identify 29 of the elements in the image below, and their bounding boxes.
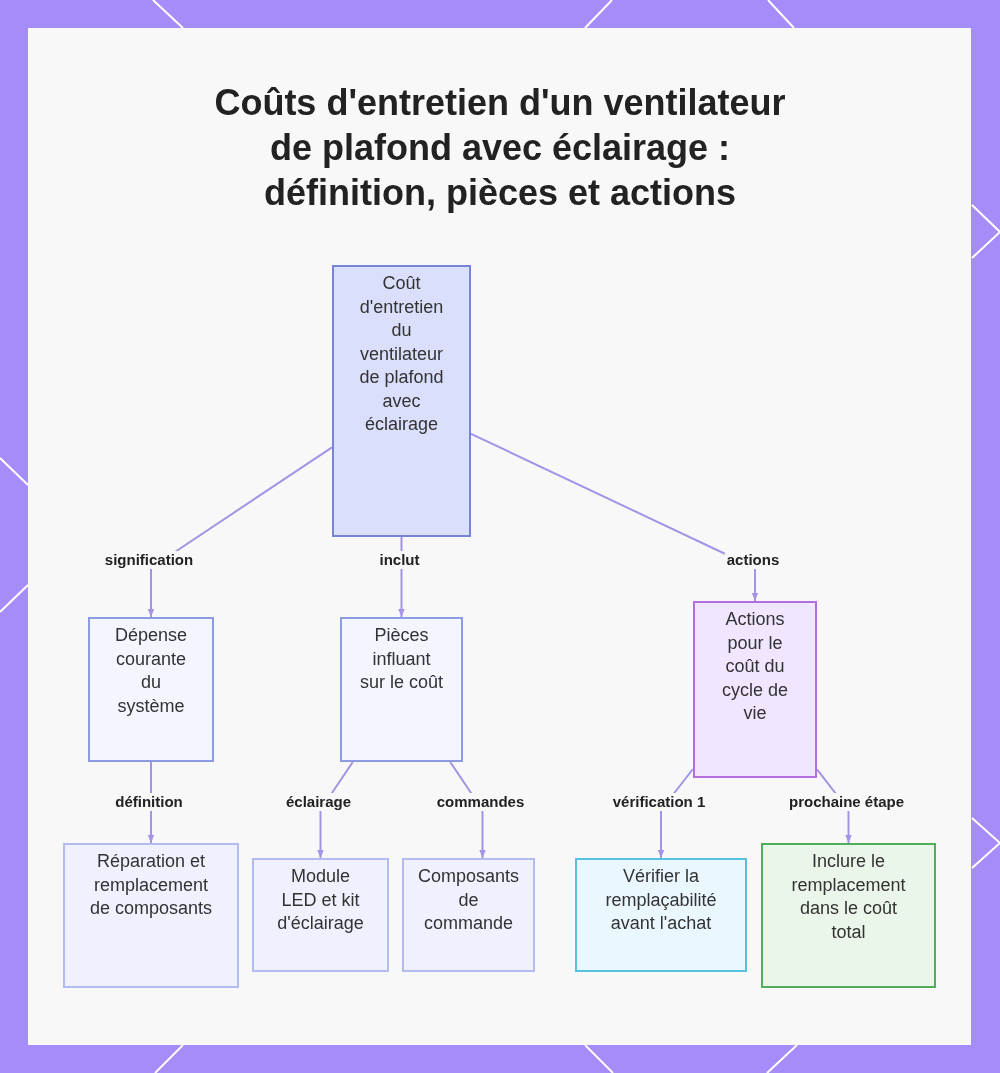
edge-label: commandes: [434, 793, 527, 811]
process-box: [252, 858, 389, 972]
edge-label: inclut: [377, 551, 422, 569]
node-label: Pièces influant sur le coût: [359, 624, 444, 694]
edge-label: éclairage: [284, 793, 353, 811]
node-label: Actions pour le coût du cycle de vie: [720, 608, 789, 725]
diagram-title: Coûts d'entretien d'un ventilateur de plafond avec éclairage : définition, pièces et actions: [213, 81, 787, 215]
process-box: [575, 858, 747, 972]
node-label: Composants de commande: [416, 865, 521, 935]
process-box: [88, 617, 214, 762]
node-label: Vérifier la remplaçabilité avant l'achat: [604, 865, 718, 935]
process-box: [63, 843, 239, 988]
node-label: Dépense courante du système: [113, 624, 189, 718]
node-label: Réparation et remplacement de composants: [89, 850, 213, 920]
edge-label: signification: [102, 551, 196, 569]
node-label: Inclure le remplacement dans le coût total: [790, 850, 907, 944]
edge-label: prochaine étape: [787, 793, 906, 811]
edge-label: actions: [724, 551, 782, 569]
connector-arrow: [147, 446, 333, 618]
edge-label: vérification 1: [610, 793, 708, 811]
edge-label: définition: [113, 793, 185, 811]
process-box: [402, 858, 535, 972]
node-label: Coût d'entretien du ventilateur de plafond avec éclairage: [358, 272, 445, 436]
process-box: [761, 843, 936, 988]
node-label: Module LED et kit d'éclairage: [276, 865, 365, 935]
process-box: [332, 265, 471, 537]
process-box: [693, 601, 817, 778]
connector-arrow: [470, 432, 759, 602]
process-box: [340, 617, 463, 762]
